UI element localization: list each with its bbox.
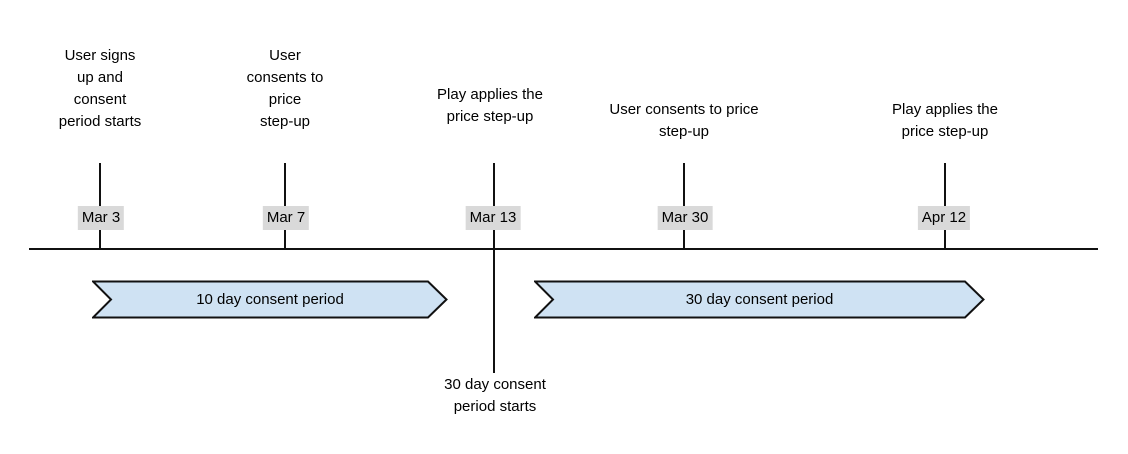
event-date-apr12: Apr 12 xyxy=(917,206,971,230)
event-tick-apr12 xyxy=(944,163,946,248)
period-arrow-10-day: 10 day consent period xyxy=(92,280,448,319)
event-tick-mar3 xyxy=(99,163,101,248)
period-label-10-day: 10 day consent period xyxy=(196,291,344,308)
event-label-second-consent: User consents to price step-up xyxy=(609,101,759,140)
event-tick-mar13-connector xyxy=(493,163,495,373)
event-date-mar7: Mar 7 xyxy=(262,206,310,230)
period-arrow-shape xyxy=(534,280,985,319)
event-date-mar13: Mar 13 xyxy=(465,206,521,230)
period-label-30-day: 30 day consent period xyxy=(685,291,834,308)
period-arrow-shape xyxy=(92,280,448,319)
event-date-mar30: Mar 30 xyxy=(657,206,713,230)
event-label-first-stepup: Play applies the price step-up xyxy=(437,86,543,125)
event-label-second-stepup: Play applies the price step-up xyxy=(892,101,998,140)
period-arrow-30-day: 30 day consent period xyxy=(534,280,985,319)
timeline-axis xyxy=(29,248,1098,250)
consent-start-note: 30 day consent period starts xyxy=(444,376,546,415)
event-tick-mar30 xyxy=(683,163,685,248)
event-tick-mar7 xyxy=(284,163,286,248)
event-label-signup: User signs up and consent period starts xyxy=(58,47,142,130)
event-label-first-consent: User consents to price step-up xyxy=(246,47,324,130)
event-date-mar3: Mar 3 xyxy=(77,206,125,230)
